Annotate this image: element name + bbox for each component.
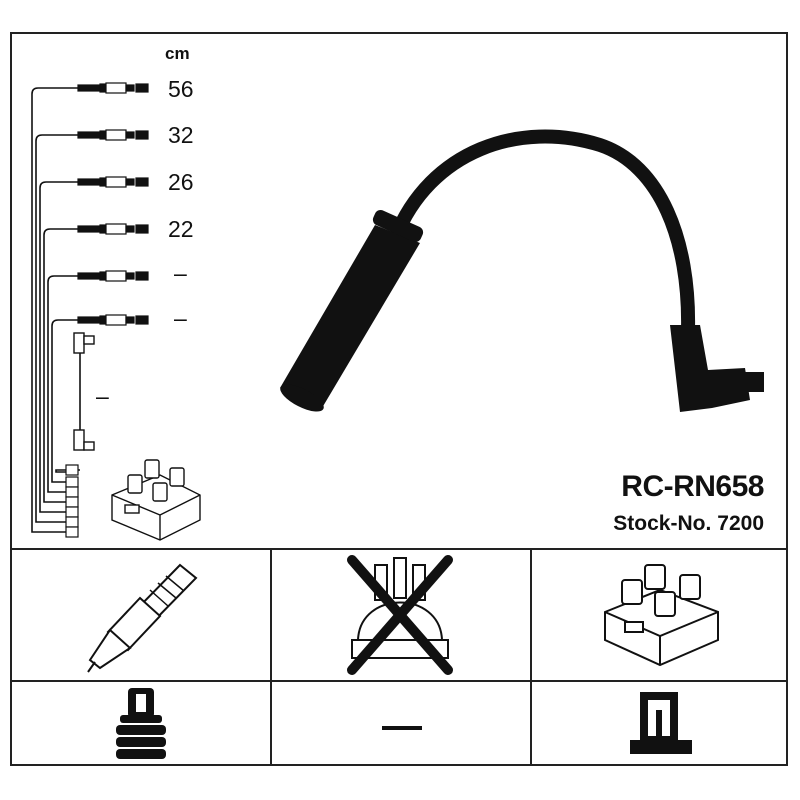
- unit-label: cm: [165, 44, 190, 63]
- product-code: RC-RN658: [621, 470, 764, 503]
- cable-boot-straight: [280, 210, 424, 412]
- stock-number-line: Stock-No.7200: [607, 512, 764, 536]
- length-label-4: 22: [168, 216, 194, 242]
- divider-horizontal-1: [10, 548, 788, 550]
- wire-connector-4-4: [125, 225, 135, 233]
- length-label-7: –: [96, 383, 109, 409]
- divider-vertical-1: [270, 548, 272, 766]
- wire-connector-1-4: [125, 84, 135, 92]
- distributor-cap-crossed-icon: [347, 555, 453, 675]
- no-part-dash: [382, 726, 422, 730]
- spark-plug-icon: [87, 563, 198, 673]
- divider-vertical-2: [530, 548, 532, 766]
- catalog-frame: [10, 32, 788, 766]
- length-label-2: 32: [168, 122, 194, 148]
- wire-connector-4-5: [135, 224, 149, 234]
- wire-connector-3-4: [125, 178, 135, 186]
- plug-boot-icon: [116, 688, 166, 759]
- small-coil-icon: [111, 459, 201, 541]
- wire-connector-5-5: [135, 271, 149, 281]
- coil-terminal-icon: [630, 692, 692, 754]
- wire-connector-2-4: [125, 131, 135, 139]
- stock-label: Stock-No.: [613, 512, 712, 535]
- cable-boot-angled: [670, 325, 764, 412]
- wire-connector-5-4: [125, 272, 135, 280]
- wire-connector-1-5: [135, 83, 149, 93]
- wire-connector-2-5: [135, 130, 149, 140]
- ignition-coil-icon: [604, 564, 719, 667]
- length-label-5: –: [174, 260, 187, 286]
- length-label-3: 26: [168, 169, 194, 195]
- length-label-1: 56: [168, 76, 194, 102]
- wire-connector-6-4: [125, 316, 135, 324]
- stock-number: 7200: [717, 512, 764, 535]
- length-label-6: –: [174, 305, 187, 331]
- wire-connector-3-5: [135, 177, 149, 187]
- divider-horizontal-2: [10, 680, 788, 682]
- wire-connector-6-5: [135, 315, 149, 325]
